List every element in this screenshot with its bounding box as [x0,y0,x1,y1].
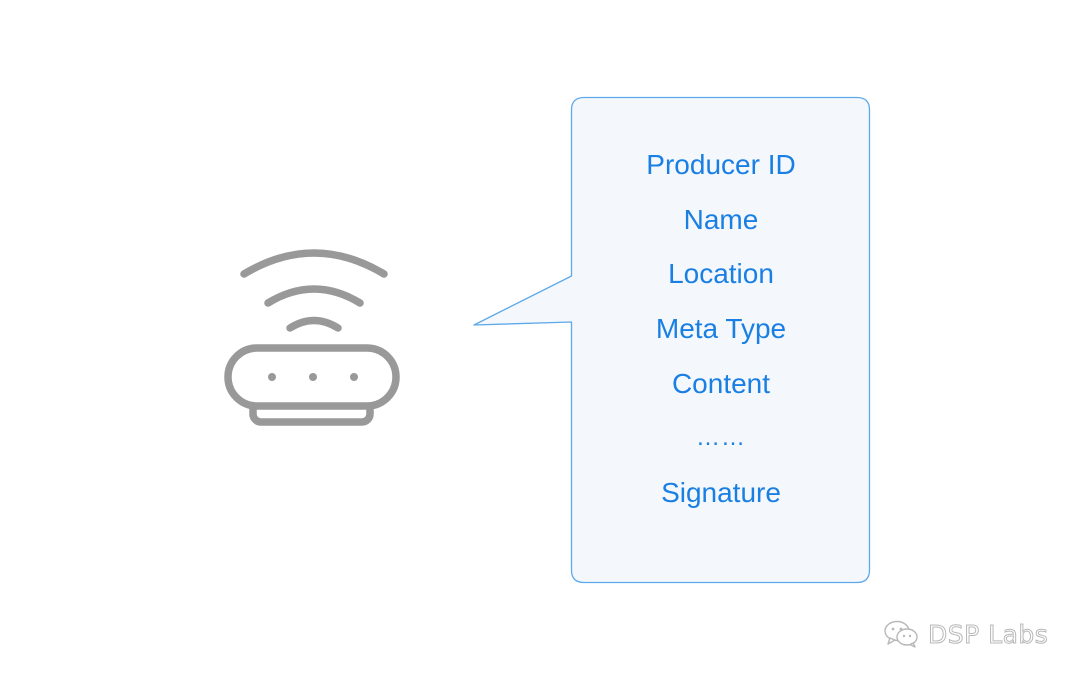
signal-wave-outer [240,249,388,278]
field-meta-type: Meta Type [655,313,787,345]
router-led-2 [309,373,317,381]
watermark-text: DSP Labs [927,619,1049,649]
field-producer-id: Producer ID [646,149,796,180]
field-list: Producer ID Name Location Meta Type Cont… [573,138,869,521]
field-content: Content [671,367,771,399]
field-ellipsis: …… [696,424,746,452]
field-name: Name [683,203,759,235]
wechat-icon [884,620,918,648]
signal-wave-middle [264,285,364,307]
watermark: DSP Labs [882,617,1048,651]
field-signature: Signature [661,477,781,509]
router-led-1 [268,373,276,381]
signal-wave-inner [286,316,342,332]
router-led-3 [350,373,358,381]
field-location: Location [668,258,774,290]
